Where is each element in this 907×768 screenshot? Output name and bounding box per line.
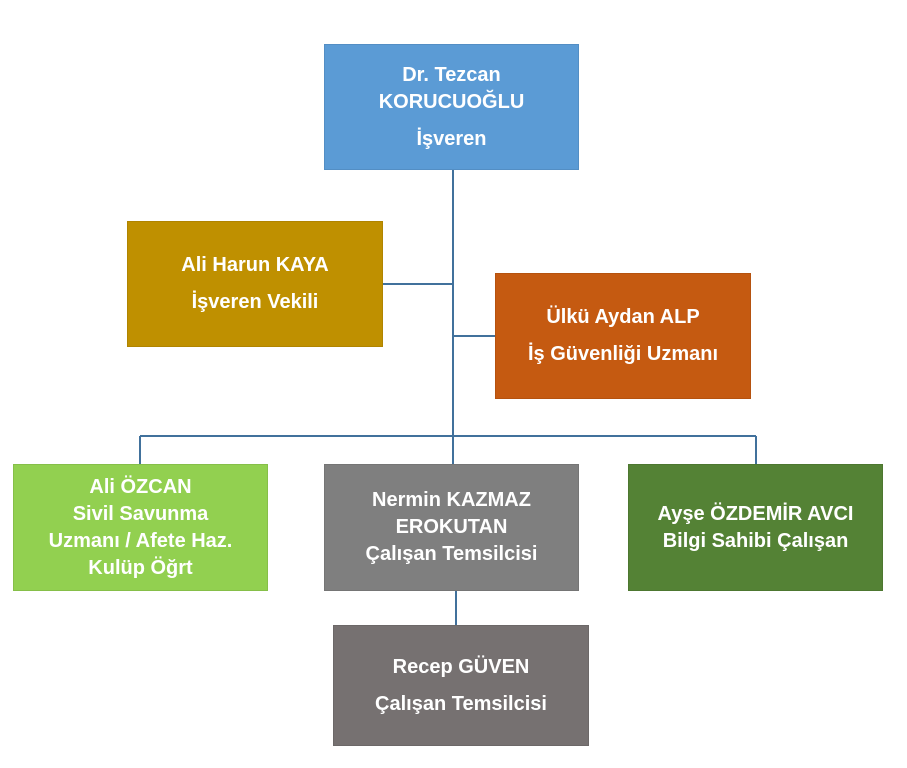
- node-sivil-savunma-line2: Sivil Savunma: [72, 502, 209, 525]
- node-ayse-name: Ayşe ÖZDEMİR AVCI: [657, 502, 854, 525]
- node-isveren-name-line1: Dr. Tezcan: [402, 63, 501, 86]
- node-bilgi-sahibi-calisan: Ayşe ÖZDEMİR AVCI Bilgi Sahibi Çalışan: [628, 464, 883, 591]
- node-is-guvenligi-uzmani: Ülkü Aydan ALP İş Güvenliği Uzmanı: [495, 273, 751, 399]
- node-isveren-role: İşveren: [416, 127, 487, 150]
- node-calisan-temsilcisi-recep: Recep GÜVEN Çalışan Temsilcisi: [333, 625, 589, 746]
- node-isveren-name-line2: KORUCUOĞLU: [378, 90, 525, 113]
- node-sivil-savunma-line4: Kulüp Öğrt: [88, 556, 193, 579]
- node-sivil-savunma-line1: Ali ÖZCAN: [89, 475, 192, 498]
- node-sivil-savunma-line3: Uzmanı / Afete Haz.: [48, 529, 233, 552]
- node-is-guvenligi-uzmani-name: Ülkü Aydan ALP: [546, 306, 700, 328]
- node-ayse-role: Bilgi Sahibi Çalışan: [662, 529, 849, 552]
- node-nermin-name-line2: EROKUTAN: [395, 516, 508, 538]
- node-sivil-savunma: Ali ÖZCAN Sivil Savunma Uzmanı / Afete H…: [13, 464, 268, 591]
- node-calisan-temsilcisi-nermin: Nermin KAZMAZ EROKUTAN Çalışan Temsilcis…: [324, 464, 579, 591]
- node-is-guvenligi-uzmani-role: İş Güvenliği Uzmanı: [527, 343, 719, 365]
- node-recep-name: Recep GÜVEN: [392, 655, 530, 678]
- node-nermin-role: Çalışan Temsilcisi: [365, 543, 538, 565]
- node-recep-role: Çalışan Temsilcisi: [375, 692, 547, 715]
- node-isveren-vekili: Ali Harun KAYA İşveren Vekili: [127, 221, 383, 347]
- node-isveren-vekili-role: İşveren Vekili: [191, 291, 319, 313]
- node-isveren: Dr. Tezcan KORUCUOĞLU İşveren: [324, 44, 579, 170]
- node-isveren-vekili-name: Ali Harun KAYA: [181, 254, 329, 276]
- node-nermin-name-line1: Nermin KAZMAZ: [372, 489, 531, 511]
